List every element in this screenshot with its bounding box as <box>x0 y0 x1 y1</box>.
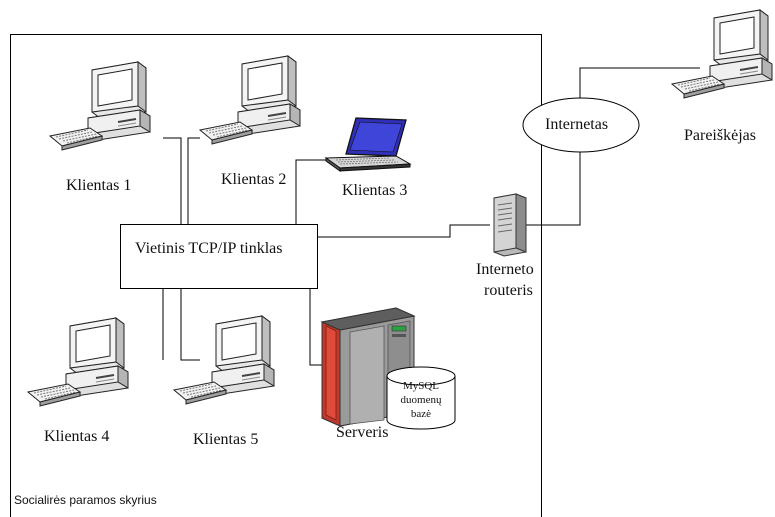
router-label-line2: routeris <box>484 282 533 299</box>
internet-label: Internetas <box>545 116 609 133</box>
internet-cloud <box>522 97 640 153</box>
database-label-line3: bazė <box>410 408 432 420</box>
link-server <box>309 288 322 366</box>
server-label: Serveris <box>336 424 389 441</box>
client4-computer-icon <box>27 317 129 407</box>
lan-label: Vietinis TCP/IP tinklas <box>135 240 283 257</box>
client3-laptop-icon <box>325 117 411 172</box>
link-client5 <box>180 288 200 361</box>
department-label: Socialirės paramos skyrius <box>14 493 157 507</box>
router-label-line1: Interneto <box>476 261 534 278</box>
department-boundary <box>10 34 542 517</box>
database-label-line1: MySQL <box>402 380 440 392</box>
applicant-label: Pareiškėjas <box>684 127 756 144</box>
client4-label: Klientas 4 <box>44 428 110 445</box>
applicant-computer-icon <box>671 9 773 99</box>
client2-label: Klientas 2 <box>221 171 287 188</box>
link-client2 <box>187 137 200 224</box>
link-internet-applicant <box>579 67 700 100</box>
client5-label: Klientas 5 <box>193 431 259 448</box>
client1-label: Klientas 1 <box>66 177 132 194</box>
link-router <box>318 224 490 238</box>
connection-lines <box>162 67 700 366</box>
client3-label: Klientas 3 <box>342 182 408 199</box>
router-icon <box>493 193 527 257</box>
client2-computer-icon <box>199 55 301 145</box>
lan-box <box>120 224 318 289</box>
link-client1 <box>163 137 182 224</box>
database-label-line2: duomenų <box>400 394 442 406</box>
database-icon <box>386 366 456 430</box>
link-client3 <box>295 159 328 224</box>
link-router-internet <box>526 145 581 226</box>
client1-computer-icon <box>49 61 151 151</box>
